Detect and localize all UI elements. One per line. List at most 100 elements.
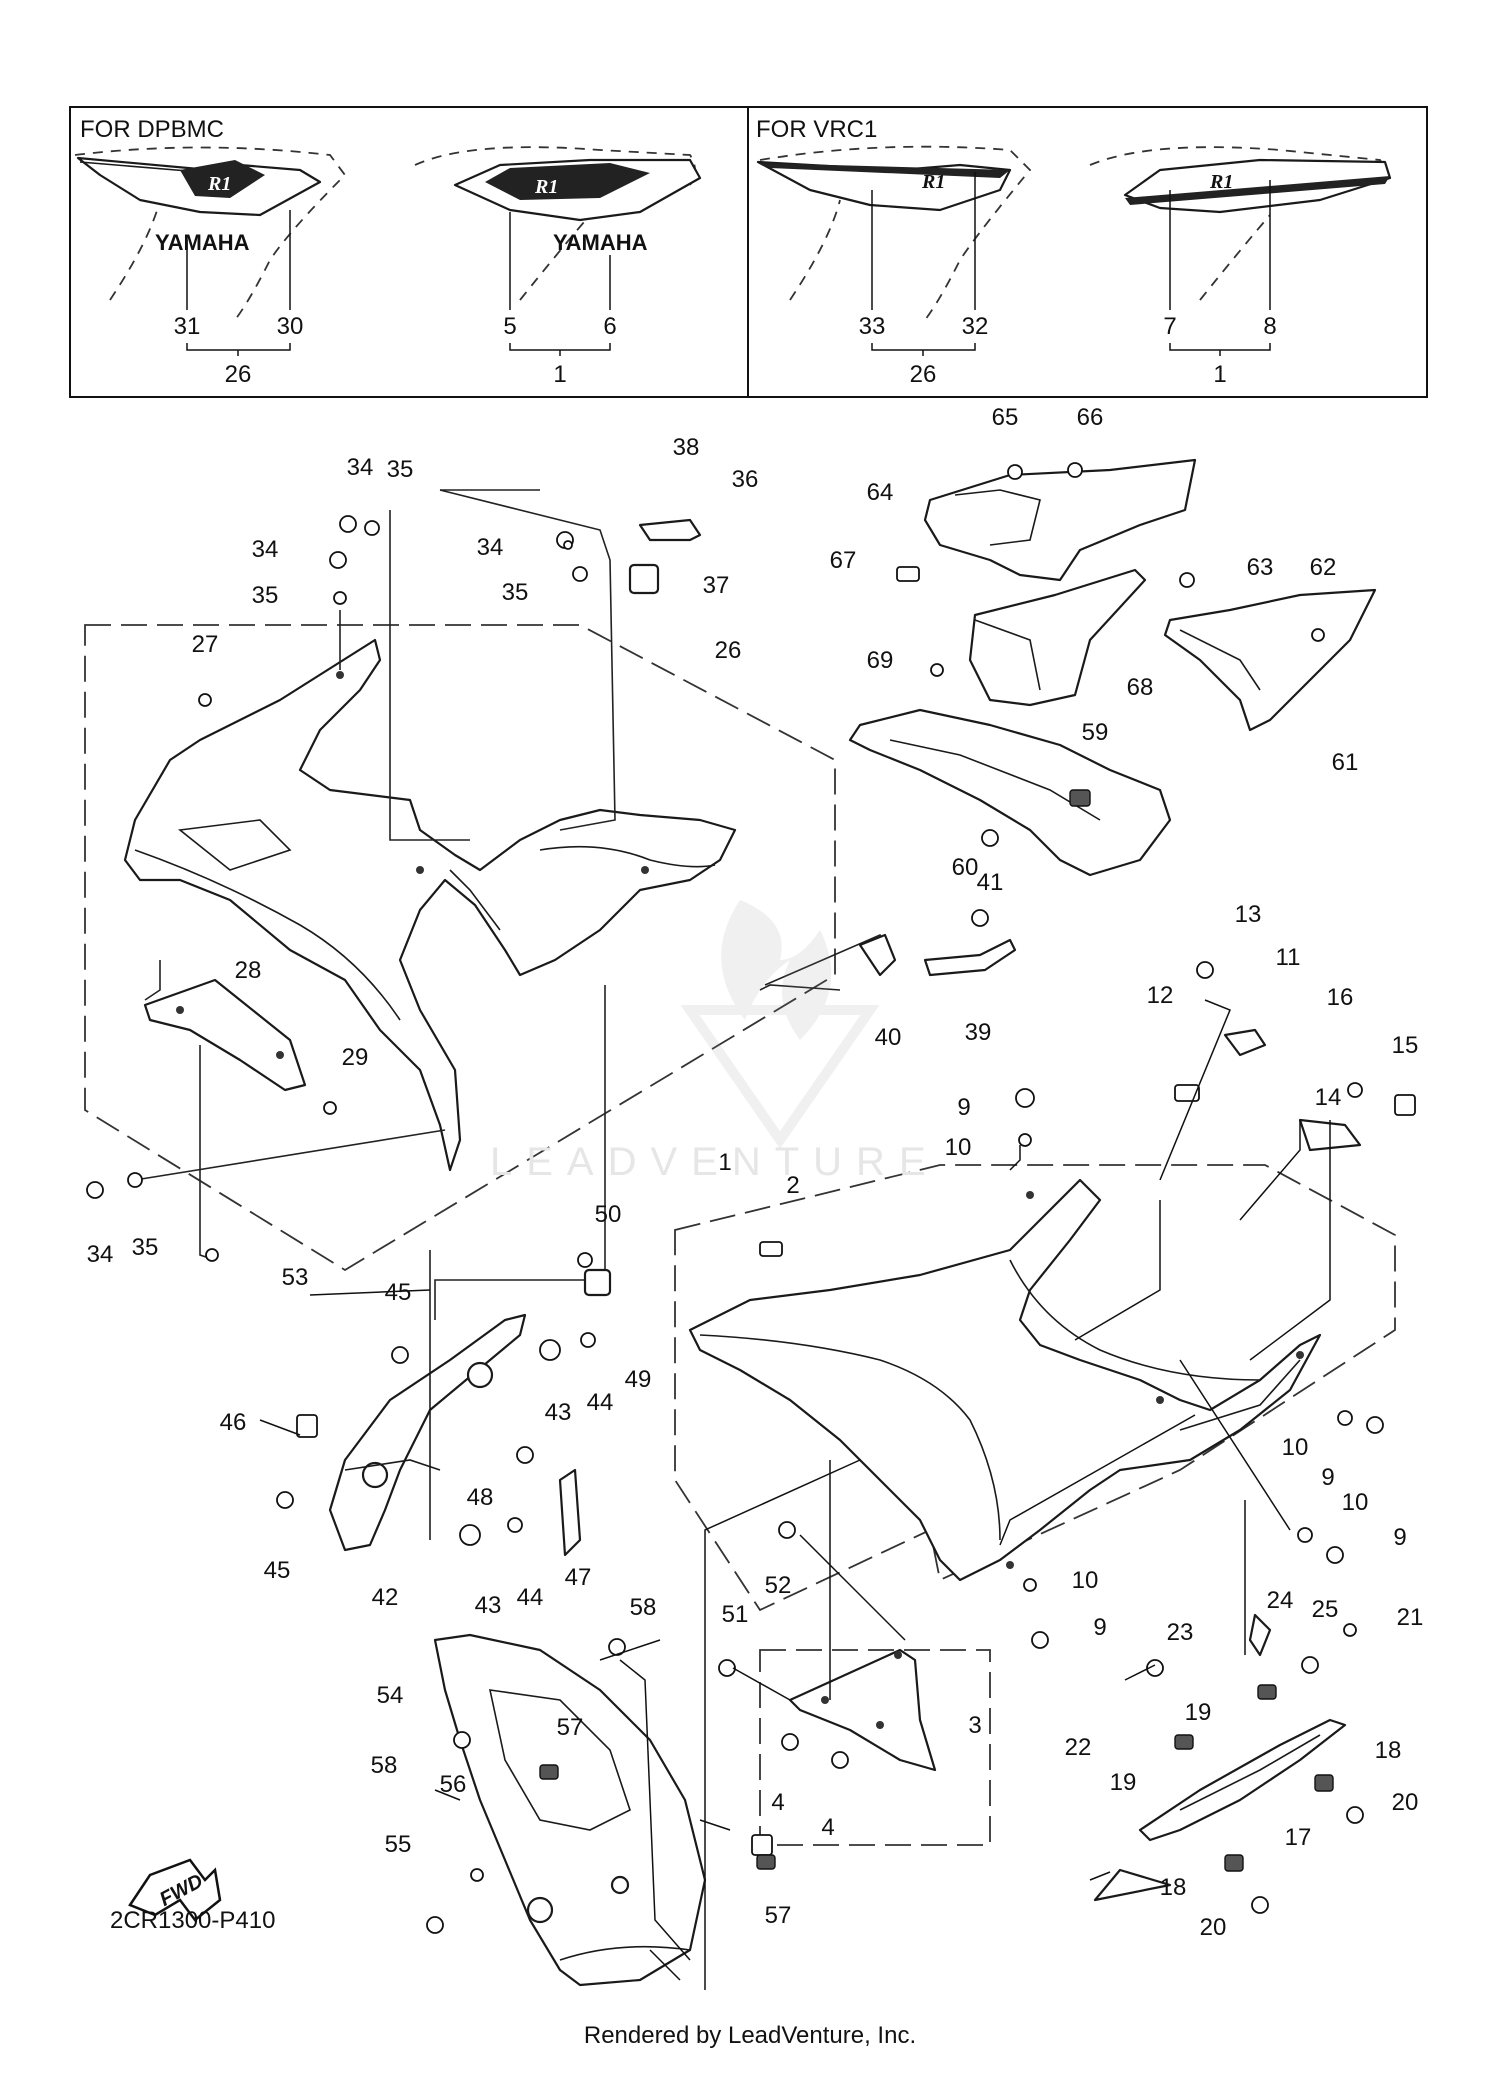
assembly-outline-26 — [84, 624, 836, 1272]
callout-18: 18 — [1375, 1737, 1402, 1764]
callout-38: 38 — [673, 434, 700, 461]
yamaha-emblem-left: YAMAHA — [155, 230, 250, 255]
callout-7: 7 — [1163, 313, 1176, 340]
box-label-vrc1: FOR VRC1 — [756, 116, 877, 143]
callout-59: 59 — [1082, 719, 1109, 746]
callout-51: 51 — [722, 1601, 749, 1628]
nut-37 — [628, 563, 660, 595]
callout-19: 19 — [1110, 1769, 1137, 1796]
callout-56: 56 — [440, 1771, 467, 1798]
diagram-part-code: 2CR1300-P410 — [110, 1907, 276, 1934]
callout-9: 9 — [1393, 1524, 1406, 1551]
callout-34: 34 — [252, 536, 279, 563]
decal-left-vrc1: R1 — [756, 145, 1032, 321]
inner-panel-3 — [788, 1648, 937, 1772]
callout-55: 55 — [385, 1831, 412, 1858]
callout-18: 18 — [1160, 1874, 1187, 1901]
grommet-49 — [583, 1268, 612, 1297]
callout-69: 69 — [867, 647, 894, 674]
callout-10: 10 — [945, 1134, 972, 1161]
callout-66: 66 — [1077, 404, 1104, 431]
callout-62: 62 — [1310, 554, 1337, 581]
callout-42: 42 — [372, 1584, 399, 1611]
callout-45: 45 — [385, 1279, 412, 1306]
duct-68 — [968, 568, 1147, 707]
callout-6: 6 — [603, 313, 616, 340]
callout-58: 58 — [371, 1752, 398, 1779]
panel-strip-17 — [1138, 1718, 1347, 1842]
callout-10: 10 — [1282, 1434, 1309, 1461]
callout-45: 45 — [264, 1557, 291, 1584]
callout-35: 35 — [502, 579, 529, 606]
callout-28: 28 — [235, 957, 262, 984]
callout-35: 35 — [132, 1234, 159, 1261]
header-leaders — [186, 172, 1271, 356]
fasteners-group — [86, 462, 1416, 1934]
watermark-logo-icon — [680, 900, 880, 1149]
yamaha-emblem-right: YAMAHA — [553, 230, 648, 255]
callout-1: 1 — [718, 1149, 731, 1176]
bracket-40 — [858, 933, 897, 977]
duct-59 — [848, 708, 1172, 877]
decal-right-vrc1: R1 — [1089, 146, 1392, 301]
callout-35: 35 — [252, 582, 279, 609]
callout-22: 22 — [1065, 1734, 1092, 1761]
callout-24: 24 — [1267, 1587, 1294, 1614]
r1-logo-right: R1 — [534, 176, 558, 198]
callout-63: 63 — [1247, 554, 1274, 581]
callout-3: 3 — [968, 1712, 981, 1739]
callout-23: 23 — [1167, 1619, 1194, 1646]
callout-49: 49 — [625, 1366, 652, 1393]
callout-4: 4 — [821, 1814, 834, 1841]
callout-46: 46 — [220, 1409, 247, 1436]
callout-60: 60 — [952, 854, 979, 881]
callout-50: 50 — [595, 1201, 622, 1228]
assembly-outline-1 — [674, 1164, 1396, 1612]
fastener-leaders — [259, 999, 1331, 1990]
bracket-47 — [558, 1468, 582, 1557]
callout-61: 61 — [1332, 749, 1359, 776]
r1-logo-left: R1 — [207, 173, 231, 195]
callout-47: 47 — [565, 1564, 592, 1591]
duct-64 — [923, 458, 1197, 582]
callout-35: 35 — [387, 456, 414, 483]
watermark-text: LEADVENTURE — [490, 1140, 940, 1184]
callout-10: 10 — [1342, 1489, 1369, 1516]
lower-cowling-54 — [433, 1633, 707, 1987]
callout-33: 33 — [859, 313, 886, 340]
r1-logo-vrc1-left: R1 — [921, 171, 945, 193]
callout-58: 58 — [630, 1594, 657, 1621]
callout-34: 34 — [477, 534, 504, 561]
callout-15: 15 — [1392, 1032, 1419, 1059]
callout-2: 2 — [786, 1172, 799, 1199]
callout-36: 36 — [732, 466, 759, 493]
duct-61 — [1163, 588, 1377, 732]
callout-44: 44 — [587, 1389, 614, 1416]
brackets-group — [558, 518, 1362, 1902]
callout-13: 13 — [1235, 901, 1262, 928]
callout-5: 5 — [503, 313, 516, 340]
callout-12: 12 — [1147, 982, 1174, 1009]
callout-41: 41 — [977, 869, 1004, 896]
callout-9: 9 — [957, 1094, 970, 1121]
side-cowling-1 — [688, 1178, 1322, 1582]
callout-64: 64 — [867, 479, 894, 506]
callout-29: 29 — [342, 1044, 369, 1071]
r1-logo-vrc1-right: R1 — [1209, 171, 1233, 193]
callout-1-vrc1: 1 — [1213, 361, 1226, 388]
callout-9: 9 — [1321, 1464, 1334, 1491]
callout-11: 11 — [1276, 944, 1301, 971]
box-label-dpbmc: FOR DPBMC — [80, 116, 224, 143]
callout-53: 53 — [282, 1264, 309, 1291]
upper-cowling-26 — [123, 638, 737, 1172]
callout-57: 57 — [557, 1714, 584, 1741]
side-cover-42 — [328, 1313, 527, 1552]
duct-parts-group — [848, 458, 1377, 877]
callout-26: 26 — [715, 637, 742, 664]
inner-panel-28 — [143, 978, 307, 1092]
callout-43: 43 — [475, 1592, 502, 1619]
assembly-outline-3 — [759, 1649, 991, 1846]
bracket-11 — [1223, 1028, 1267, 1057]
callout-21: 21 — [1397, 1604, 1424, 1631]
